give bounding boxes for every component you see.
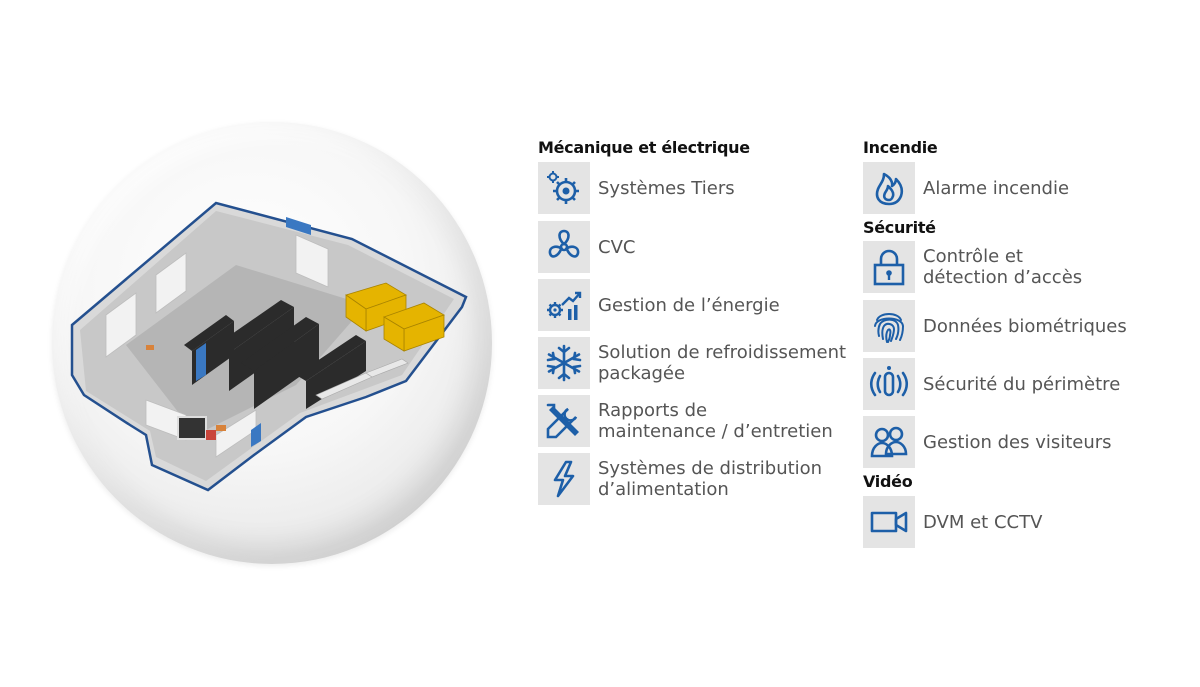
list-item-cvc: CVC: [538, 221, 635, 273]
section-title-video: Vidéo: [863, 472, 913, 491]
item-label: Solution de refroidissement packagée: [598, 342, 847, 384]
list-item-dvm-cctv: DVM et CCTV: [863, 496, 1042, 548]
perimeter-sensor-icon: [869, 366, 909, 397]
list-item-biometrie: Données biométriques: [863, 300, 1127, 352]
list-item-perimetre: Sécurité du périmètre: [863, 358, 1120, 410]
item-label: Systèmes de distribution d’alimentation: [598, 458, 823, 500]
list-item-distribution-alimentation: Systèmes de distribution d’alimentation: [538, 453, 822, 505]
section-title-mecanique: Mécanique et électrique: [538, 138, 750, 157]
lightning-icon: [553, 460, 575, 498]
visitors-icon: [870, 426, 908, 458]
flame-icon: [875, 172, 904, 206]
list-item-gestion-energie: Gestion de l’énergie: [538, 279, 780, 331]
item-label: Alarme incendie: [923, 177, 1070, 199]
item-label: CVC: [598, 236, 636, 258]
fingerprint-icon: [874, 313, 905, 343]
item-label: Gestion de l’énergie: [598, 294, 780, 316]
item-label: Contrôle et détection d’accès: [923, 246, 1083, 288]
section-title-securite: Sécurité: [863, 218, 936, 237]
padlock-icon: [873, 249, 905, 286]
list-item-systemes-tiers: Systèmes Tiers: [538, 162, 735, 214]
section-title-incendie: Incendie: [863, 138, 938, 157]
item-label: Rapports de maintenance / d’entretien: [598, 400, 833, 442]
list-item-alarme-incendie: Alarme incendie: [863, 162, 1069, 214]
item-label: Données biométriques: [923, 315, 1127, 337]
data-center-illustration: [70, 201, 468, 492]
list-item-rapports-maintenance: Rapports de maintenance / d’entretien: [538, 395, 833, 447]
snowflake-icon: [546, 344, 582, 382]
item-label: Sécurité du périmètre: [923, 373, 1121, 395]
item-label: Gestion des visiteurs: [923, 431, 1112, 453]
item-label: DVM et CCTV: [923, 511, 1043, 533]
list-item-controle-acces: Contrôle et détection d’accès: [863, 241, 1082, 293]
tools-icon: [546, 403, 579, 439]
gear-tiers-icon: [547, 171, 579, 204]
list-item-visiteurs: Gestion des visiteurs: [863, 416, 1112, 468]
item-label: Systèmes Tiers: [598, 177, 735, 199]
energy-chart-icon: [547, 291, 582, 320]
fan-icon: [548, 229, 580, 258]
list-item-refroidissement: Solution de refroidissement packagée: [538, 337, 846, 389]
video-camera-icon: [870, 511, 908, 533]
